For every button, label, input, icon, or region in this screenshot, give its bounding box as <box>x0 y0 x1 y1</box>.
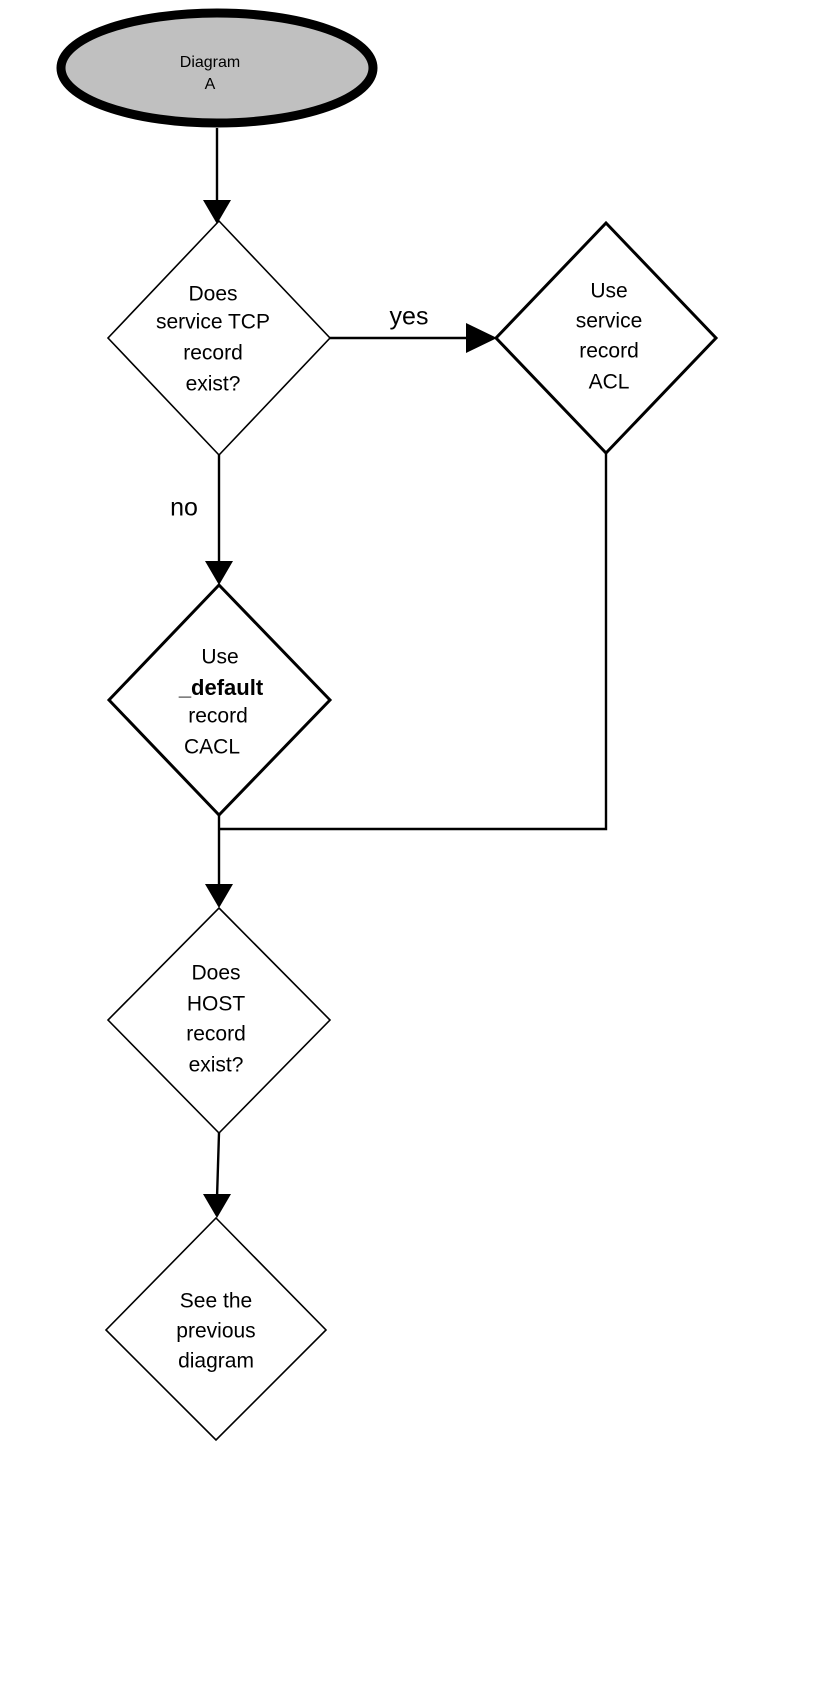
diamond-shape <box>106 906 332 1135</box>
arrowhead-icon <box>466 323 497 353</box>
decision-host-record-exists[interactable]: Does HOST record exist? <box>106 906 332 1135</box>
node-label-line-4: exist? <box>189 1054 244 1077</box>
arrowhead-icon <box>203 200 231 224</box>
node-label-line-3: diagram <box>178 1350 254 1373</box>
edges-layer: yes no <box>170 128 608 1218</box>
node-label-line-3: record <box>183 342 243 365</box>
edge-tcp-no-to-default-cacl: no <box>170 455 233 585</box>
edge-line <box>219 453 608 831</box>
node-label-line-4: CACL <box>184 736 240 759</box>
ellipse-shape <box>56 8 378 128</box>
node-label-line-2: _default <box>178 675 264 700</box>
node-label-line-2: service <box>576 310 643 333</box>
node-label-line-2: service TCP <box>156 311 270 334</box>
node-label-line-1: Does <box>191 962 240 985</box>
diamond-shape <box>104 1216 328 1442</box>
arrowhead-icon <box>205 561 233 585</box>
node-label-line-1: Use <box>201 646 238 669</box>
node-label-line-3: record <box>188 705 248 728</box>
edge-tcp-yes-to-service-acl: yes <box>330 303 497 353</box>
node-label-line-1: See the <box>180 1290 252 1313</box>
node-label-line-3: record <box>186 1023 246 1046</box>
node-label-line-1: Does <box>188 283 237 306</box>
node-label-line-1: Use <box>590 280 627 303</box>
edge-label-no: no <box>170 494 198 522</box>
decision-service-tcp-record-exists[interactable]: Does service TCP record exist? <box>106 219 332 457</box>
diamond-shape <box>106 582 333 818</box>
diamond-shape <box>493 220 719 456</box>
diamond-shape <box>106 219 332 457</box>
process-use-service-record-acl[interactable]: Use service record ACL <box>493 220 719 456</box>
node-label-line-4: exist? <box>186 373 241 396</box>
node-label-line-2: A <box>205 76 216 93</box>
edge-merge-to-host-decision <box>205 815 233 908</box>
edge-label-yes: yes <box>390 303 429 331</box>
edge-host-to-see-previous <box>203 1132 231 1218</box>
terminator-diagram-a[interactable]: Diagram A <box>56 8 378 128</box>
node-label-line-1: Diagram <box>180 54 240 71</box>
edge-start-to-tcp-decision <box>203 128 231 224</box>
node-label-line-2: previous <box>176 1320 255 1343</box>
process-use-default-record-cacl[interactable]: Use _default record CACL <box>106 582 333 818</box>
arrowhead-icon <box>205 884 233 908</box>
node-label-line-4: ACL <box>589 371 630 394</box>
edge-line <box>215 1132 221 1199</box>
edge-service-acl-merge-to-main <box>219 453 608 831</box>
nodes-layer: Diagram A Does service TCP record exist?… <box>56 8 719 1442</box>
node-label-line-2: HOST <box>187 993 246 1016</box>
node-label-line-3: record <box>579 340 639 363</box>
arrowhead-icon <box>203 1194 231 1218</box>
process-see-previous-diagram[interactable]: See the previous diagram <box>104 1216 328 1442</box>
